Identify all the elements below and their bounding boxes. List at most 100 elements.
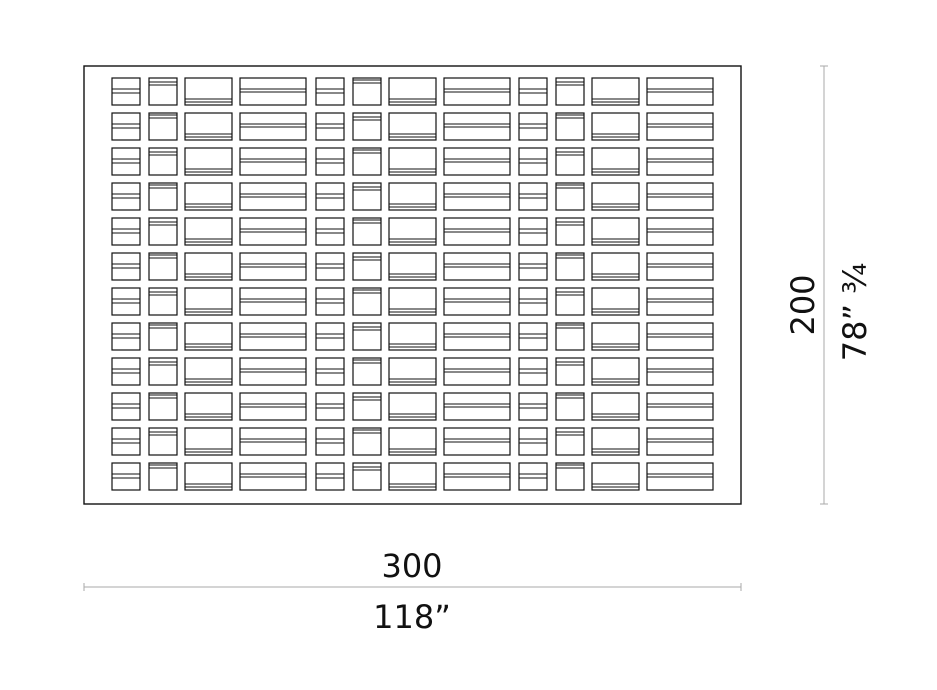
pattern-cell	[148, 147, 178, 176]
pattern-cell	[555, 112, 585, 141]
pattern-cell	[518, 77, 548, 106]
pattern-cell	[388, 427, 437, 456]
width-imperial-label: 118”	[373, 598, 451, 636]
pattern-cell	[352, 287, 382, 316]
pattern-cell	[591, 462, 640, 491]
pattern-cell	[184, 427, 233, 456]
pattern-cell	[148, 217, 178, 246]
pattern-cell	[388, 147, 437, 176]
pattern-cell	[555, 217, 585, 246]
pattern-cell	[518, 112, 548, 141]
pattern-cell	[148, 77, 178, 106]
pattern-cell	[555, 427, 585, 456]
pattern-cell	[352, 357, 382, 386]
pattern-cell	[591, 182, 640, 211]
pattern-cell	[388, 357, 437, 386]
pattern-cell	[555, 77, 585, 106]
pattern-cell	[111, 287, 141, 316]
pattern-cell	[591, 427, 640, 456]
pattern-cell	[315, 427, 345, 456]
pattern-cell	[518, 357, 548, 386]
pattern-cell	[184, 322, 233, 351]
pattern-cell	[352, 217, 382, 246]
pattern-cell	[184, 392, 233, 421]
pattern-cell	[111, 77, 141, 106]
pattern-cell	[555, 287, 585, 316]
pattern-cell	[518, 147, 548, 176]
pattern-cell	[111, 392, 141, 421]
pattern-cell	[148, 392, 178, 421]
pattern-cell	[315, 322, 345, 351]
pattern-cell	[111, 112, 141, 141]
pattern-cell	[591, 357, 640, 386]
pattern-cell	[315, 357, 345, 386]
pattern-cell	[555, 392, 585, 421]
pattern-cell	[315, 392, 345, 421]
pattern-cell	[184, 112, 233, 141]
rug-pattern	[111, 77, 714, 491]
pattern-cell	[388, 182, 437, 211]
pattern-cell	[518, 182, 548, 211]
pattern-cell	[555, 252, 585, 281]
width-metric-label: 300	[381, 547, 442, 585]
pattern-cell	[352, 147, 382, 176]
pattern-cell	[111, 462, 141, 491]
pattern-cell	[111, 322, 141, 351]
pattern-cell	[388, 287, 437, 316]
pattern-cell	[352, 392, 382, 421]
pattern-cell	[352, 427, 382, 456]
pattern-cell	[352, 112, 382, 141]
pattern-cell	[591, 252, 640, 281]
pattern-cell	[111, 217, 141, 246]
rug-outline	[83, 65, 742, 505]
pattern-cell	[518, 322, 548, 351]
pattern-cell	[388, 217, 437, 246]
pattern-cell	[591, 392, 640, 421]
pattern-cell	[315, 287, 345, 316]
pattern-cell	[388, 77, 437, 106]
pattern-cell	[555, 462, 585, 491]
pattern-cell	[315, 147, 345, 176]
pattern-cell	[111, 252, 141, 281]
pattern-cell	[148, 252, 178, 281]
pattern-cell	[148, 427, 178, 456]
pattern-cell	[352, 252, 382, 281]
pattern-cell	[148, 357, 178, 386]
pattern-cell	[148, 112, 178, 141]
pattern-cell	[184, 357, 233, 386]
pattern-cell	[518, 217, 548, 246]
pattern-cell	[591, 287, 640, 316]
pattern-cell	[184, 147, 233, 176]
pattern-cell	[591, 77, 640, 106]
pattern-cell	[315, 182, 345, 211]
pattern-cell	[184, 287, 233, 316]
pattern-cell	[184, 252, 233, 281]
pattern-cell	[352, 322, 382, 351]
pattern-cell	[148, 322, 178, 351]
pattern-cell	[315, 252, 345, 281]
pattern-cell	[111, 427, 141, 456]
pattern-cell	[591, 147, 640, 176]
height-metric-label: 200	[784, 274, 822, 335]
pattern-cell	[148, 462, 178, 491]
pattern-cell	[184, 182, 233, 211]
pattern-cell	[555, 357, 585, 386]
pattern-cell	[388, 462, 437, 491]
pattern-cell	[352, 182, 382, 211]
pattern-cell	[591, 322, 640, 351]
pattern-cell	[184, 217, 233, 246]
pattern-cell	[352, 462, 382, 491]
pattern-cell	[518, 252, 548, 281]
pattern-cell	[184, 462, 233, 491]
pattern-cell	[111, 182, 141, 211]
pattern-cell	[148, 182, 178, 211]
pattern-cell	[388, 252, 437, 281]
pattern-cell	[555, 322, 585, 351]
pattern-cell	[184, 77, 233, 106]
pattern-cell	[518, 287, 548, 316]
pattern-cell	[315, 77, 345, 106]
pattern-cell	[148, 287, 178, 316]
pattern-cell	[518, 427, 548, 456]
pattern-cell	[111, 147, 141, 176]
